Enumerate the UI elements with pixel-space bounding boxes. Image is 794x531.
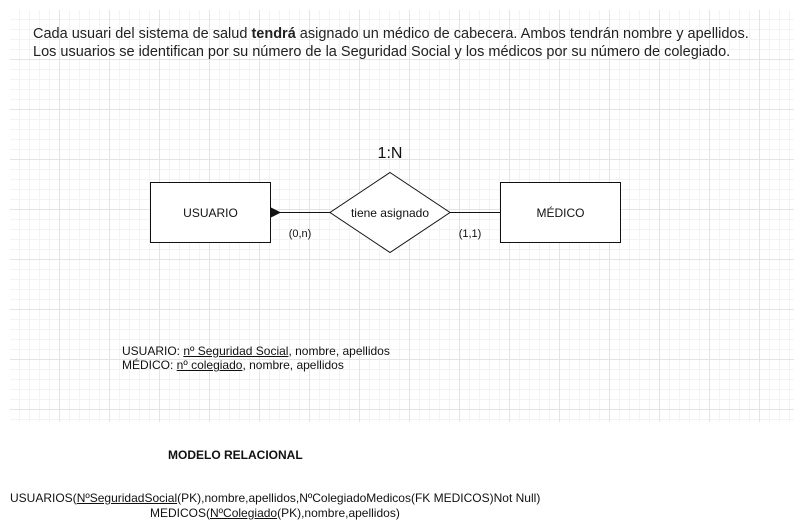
schema-medico-attributes: , nombre, apellidos [242,358,344,372]
relational-model-title: MODELO RELACIONAL [168,448,303,462]
entity-medico-label: MÉDICO [537,205,585,220]
cardinality-label: 1:N [378,145,403,162]
schema-usuario-prefix: USUARIO: [122,344,184,358]
statement-bold-word: tendrá [251,26,296,42]
relational-usuarios-key: NºSeguridadSocial [76,491,178,505]
relationship-label: tiene asignado [351,206,429,220]
schema-usuario-line: USUARIO: nº Seguridad Social, nombre, ap… [122,344,390,358]
schema-medico-prefix: MÉDICO: [122,358,177,372]
entity-usuario-label: USUARIO [183,206,238,220]
statement-line-1-end: asignado un médico de cabecera. Ambos te… [295,26,749,42]
relational-medicos-attributes: (PK),nombre,apellidos) [277,506,400,520]
schema-medico-key: nº colegiado [176,358,243,372]
problem-statement: Cada usuari del sistema de salud tendrá … [33,25,793,61]
relational-usuarios-line: USUARIOS(NºSeguridadSocial(PK),nombre,ap… [10,491,540,505]
participation-medico-label: (1,1) [459,228,482,240]
statement-line-2: Los usuarios se identifican por su númer… [33,44,731,60]
entity-attributes-list: USUARIO: nº Seguridad Social, nombre, ap… [122,344,390,372]
entity-usuario-box[interactable] [150,182,271,243]
statement-line-1: Cada usuari del sistema de salud tendrá … [33,25,793,43]
relational-usuarios-attributes: (PK),nombre,apellidos,NºColegiadoMedicos… [177,491,541,505]
participation-usuario-label: (0,n) [289,228,312,240]
relationship-diamond[interactable] [329,171,451,254]
schema-medico-line: MÉDICO: nº colegiado, nombre, apellidos [122,358,390,372]
relational-medicos-line: MEDICOS(NºColegiado(PK),nombre,apellidos… [150,506,400,520]
statement-line-1-start: Cada usuari del sistema de salud [33,26,252,42]
relational-medicos-key: NºColegiado [210,506,278,520]
relational-usuarios-prefix: USUARIOS( [10,491,77,505]
schema-usuario-key: nº Seguridad Social [183,344,289,358]
relational-medicos-prefix: MEDICOS( [150,506,210,520]
entity-medico-box[interactable] [500,182,621,243]
schema-usuario-attributes: , nombre, apellidos [288,344,390,358]
